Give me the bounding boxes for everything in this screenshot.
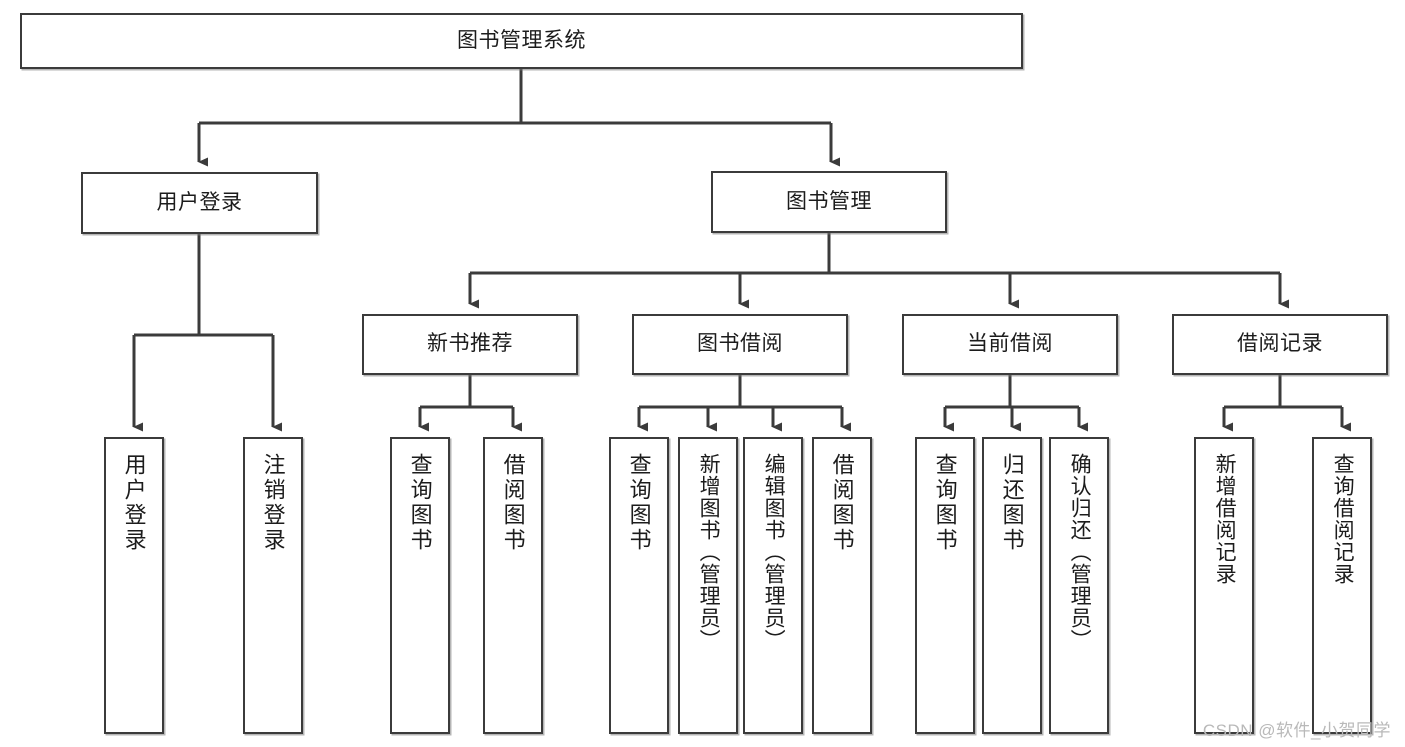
leaf-query-book-current[interactable]: 查询图书 — [915, 437, 975, 734]
node-user-login[interactable]: 用户登录 — [81, 172, 318, 234]
leaf-add-book-admin[interactable]: 新增图书（管理员） — [678, 437, 738, 734]
leaf-borrow-book-label: 借阅图书 — [829, 453, 855, 553]
leaf-query-book-borrow[interactable]: 查询图书 — [609, 437, 669, 734]
leaf-add-book-admin-label: 新增图书（管理员） — [697, 453, 721, 651]
leaf-borrow-book[interactable]: 借阅图书 — [812, 437, 872, 734]
node-current-borrow[interactable]: 当前借阅 — [902, 314, 1118, 375]
node-root[interactable]: 图书管理系统 — [20, 13, 1023, 69]
leaf-query-borrow-record[interactable]: 查询借阅记录 — [1312, 437, 1372, 734]
node-current-borrow-label: 当前借阅 — [967, 332, 1053, 356]
node-book-borrow-label: 图书借阅 — [697, 332, 783, 356]
leaf-edit-book-admin-label: 编辑图书（管理员） — [762, 453, 786, 651]
leaf-logout[interactable]: 注销登录 — [243, 437, 303, 734]
leaf-query-book-borrow-label: 查询图书 — [626, 453, 652, 553]
leaf-confirm-return-admin[interactable]: 确认归还（管理员） — [1049, 437, 1109, 734]
leaf-user-login-label: 用户登录 — [121, 453, 147, 553]
node-borrow-record-label: 借阅记录 — [1237, 332, 1323, 356]
leaf-add-borrow-record[interactable]: 新增借阅记录 — [1194, 437, 1254, 734]
leaf-add-borrow-record-label: 新增借阅记录 — [1213, 453, 1237, 585]
leaf-return-book[interactable]: 归还图书 — [982, 437, 1042, 734]
node-book-borrow[interactable]: 图书借阅 — [632, 314, 848, 375]
node-user-login-label: 用户登录 — [156, 190, 243, 214]
leaf-confirm-return-admin-label: 确认归还（管理员） — [1068, 453, 1092, 651]
leaf-logout-label: 注销登录 — [260, 453, 286, 553]
node-book-management[interactable]: 图书管理 — [711, 171, 947, 233]
leaf-edit-book-admin[interactable]: 编辑图书（管理员） — [743, 437, 803, 734]
leaf-query-book-newbook[interactable]: 查询图书 — [390, 437, 450, 734]
node-book-management-label: 图书管理 — [786, 189, 872, 213]
node-root-label: 图书管理系统 — [457, 28, 586, 52]
node-new-book-recommend[interactable]: 新书推荐 — [362, 314, 578, 375]
leaf-return-book-label: 归还图书 — [999, 453, 1025, 553]
leaf-query-book-newbook-label: 查询图书 — [407, 453, 433, 553]
node-borrow-record[interactable]: 借阅记录 — [1172, 314, 1388, 375]
node-new-book-recommend-label: 新书推荐 — [427, 332, 513, 356]
leaf-user-login[interactable]: 用户登录 — [104, 437, 164, 734]
leaf-borrow-book-newbook-label: 借阅图书 — [500, 453, 526, 553]
leaf-borrow-book-newbook[interactable]: 借阅图书 — [483, 437, 543, 734]
leaf-query-borrow-record-label: 查询借阅记录 — [1331, 453, 1355, 585]
leaf-query-book-current-label: 查询图书 — [932, 453, 958, 553]
